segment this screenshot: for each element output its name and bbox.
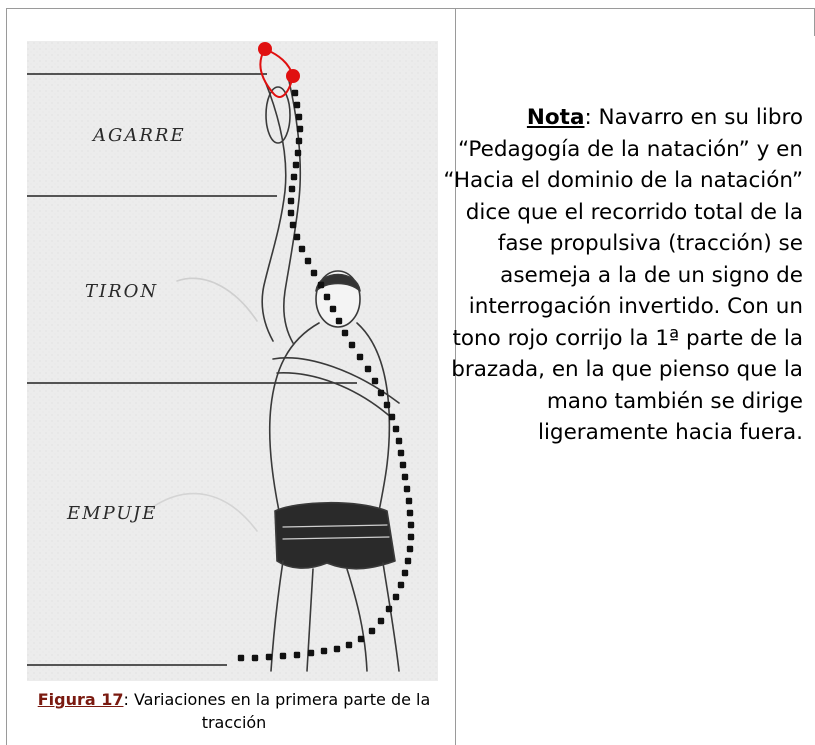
stroke-path-dot [357,635,365,643]
stroke-path-dot [293,651,301,659]
stroke-path-dot [310,269,318,277]
stroke-path-black [237,89,415,662]
stroke-path-dot [397,581,405,589]
figure-cell: AGARRE TIRON EMPUJE Figura 17: Variacion… [6,8,455,745]
stroke-path-dot [395,437,403,445]
stroke-path-dot [335,317,343,325]
stroke-path-dot [407,521,415,529]
stroke-path-dot [295,113,303,121]
stroke-path-dot [406,509,414,517]
note-cell: Nota: Navarro en su libro “Pedagogía de … [443,8,815,745]
stroke-path-dot [290,173,298,181]
stroke-path-dot [404,557,412,565]
stroke-path-dot [377,389,385,397]
phase-label-agarre: AGARRE [93,125,186,146]
stroke-path-dot [289,221,297,229]
stroke-path-dot [296,125,304,133]
stroke-path-dot [265,653,273,661]
stroke-path-dot [356,353,364,361]
stroke-path-dot [298,245,306,253]
note-label: Nota [526,105,585,130]
stroke-path-dot [388,413,396,421]
stroke-path-dot [407,533,415,541]
stroke-path-dot [293,233,301,241]
stroke-path-dot [377,617,385,625]
table-border-middle [455,8,456,745]
stroke-path-dot [295,137,303,145]
stroke-path-dot [368,627,376,635]
stroke-path-dot [406,545,414,553]
table-border-top [6,8,815,9]
figure-caption: Figura 17: Variaciones en la primera par… [24,688,444,734]
stroke-path-dot [317,281,325,289]
stroke-path-dot [329,305,337,313]
stroke-path-dot [237,654,245,662]
phase-label-tiron: TIRON [85,281,159,302]
red-dot-second [286,69,300,83]
stroke-path-dot [348,341,356,349]
stroke-path-dot [383,401,391,409]
stroke-path-dot [392,593,400,601]
note-text: : Navarro en su libro “Pedagogía de la n… [443,105,803,445]
stroke-path-dot [397,449,405,457]
stroke-path-dot [307,649,315,657]
stroke-path-dot [251,654,259,662]
stroke-path-dot [294,149,302,157]
stroke-path-dot [403,485,411,493]
stroke-path-dot [345,641,353,649]
stroke-path-dot [292,161,300,169]
stroke-path-dot [320,647,328,655]
stroke-path-dot [304,257,312,265]
stroke-diagram [27,41,438,681]
stroke-path-dot [385,605,393,613]
stroke-path-dot [401,473,409,481]
stroke-path-dot [371,377,379,385]
phase-label-empuje: EMPUJE [67,503,158,524]
stroke-path-dot [341,329,349,337]
stroke-path-dot [364,365,372,373]
stroke-path-dot [399,461,407,469]
swimming-stroke-figure: AGARRE TIRON EMPUJE [27,41,438,681]
stroke-path-dot [323,293,331,301]
figure-caption-text: : Variaciones en la primera parte de la … [123,690,431,732]
figure-caption-label: Figura 17 [37,690,124,709]
table-border-left [6,8,7,745]
stroke-path-red [258,42,300,98]
stroke-path-dot [291,89,299,97]
stroke-path-dot [288,185,296,193]
stroke-path-dot [405,497,413,505]
note-paragraph: Nota: Navarro en su libro “Pedagogía de … [443,102,803,449]
stroke-path-dot [287,197,295,205]
stroke-path-dot [401,569,409,577]
stroke-path-dot [293,101,301,109]
layout-table: AGARRE TIRON EMPUJE Figura 17: Variacion… [6,8,815,745]
stroke-path-dot [287,209,295,217]
swimmer-sketch [146,80,400,672]
stroke-path-dot [279,652,287,660]
stroke-path-dot [333,645,341,653]
red-dot-top [258,42,272,56]
stroke-path-dot [392,425,400,433]
